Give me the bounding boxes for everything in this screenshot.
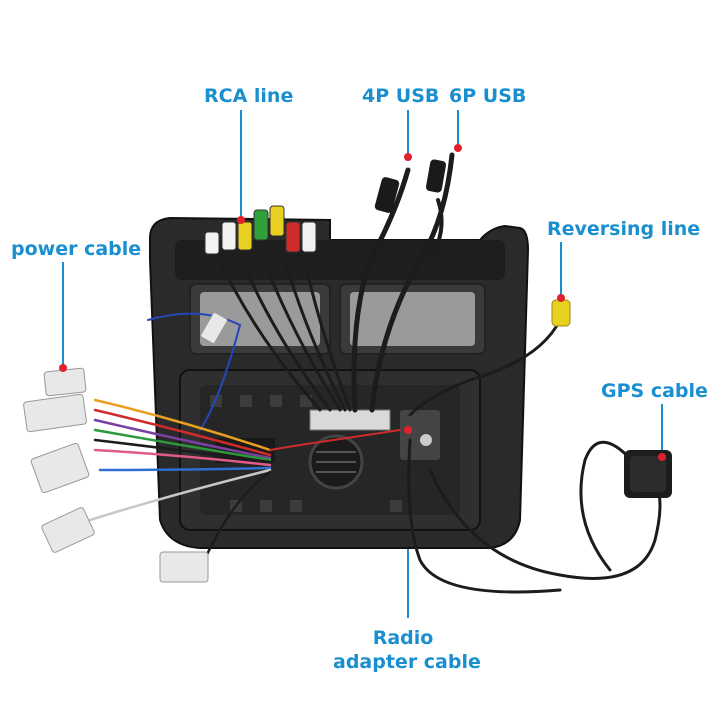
connectors [23,159,672,583]
radio-label-line2: adapter cable [333,651,481,673]
head-unit-frame [149,216,530,549]
radio-adapter-label: Radio adapter cable [333,626,481,674]
callout-dots [59,144,666,461]
power-cable-label: power cable [11,238,142,260]
gps-cable-label: GPS cable [601,380,708,402]
usb-6p-label: 6P USB [449,85,527,107]
reversing-line-label: Reversing line [547,218,701,240]
usb-4p-label: 4P USB [362,85,440,107]
radio-label-line1: Radio [372,627,434,649]
rca-line-label: RCA line [204,85,294,107]
cables [88,152,662,594]
